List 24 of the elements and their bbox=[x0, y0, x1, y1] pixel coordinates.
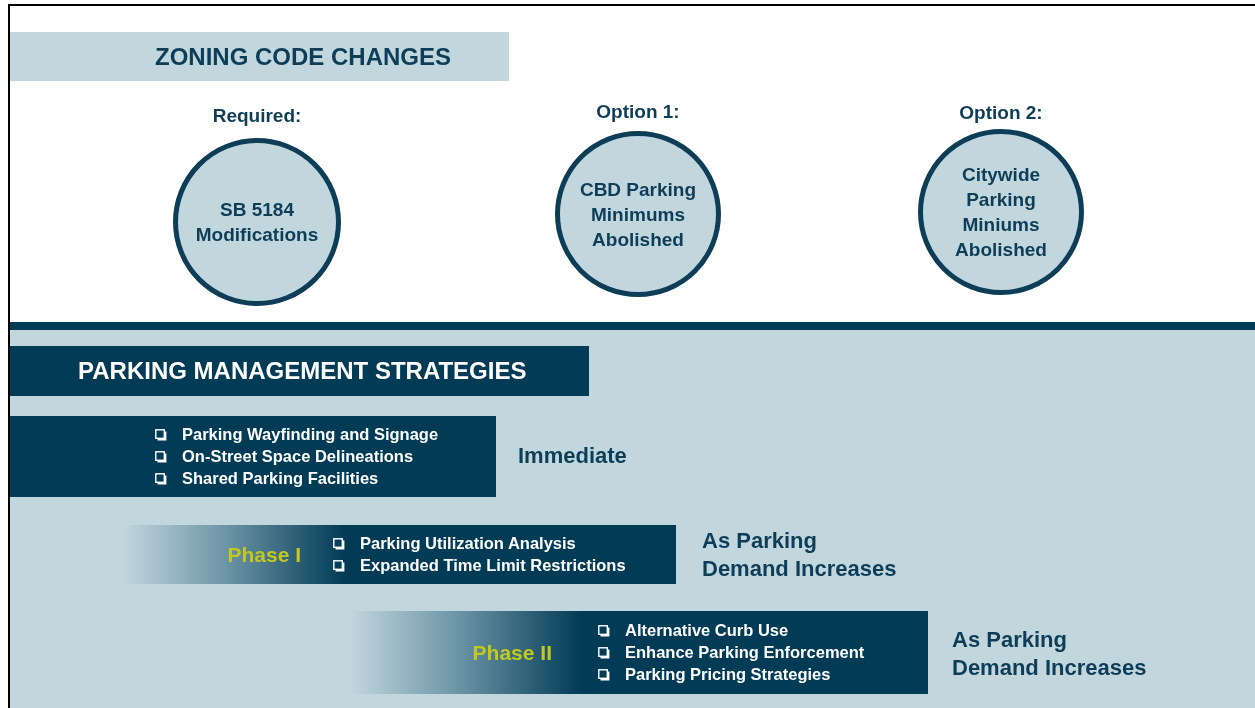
phase-label: Phase II bbox=[472, 639, 552, 666]
circle-text: SB 5184 Modifications bbox=[194, 198, 320, 247]
circle-text: Citywide Parking Miniums Abolished bbox=[954, 163, 1048, 262]
section-title: ZONING CODE CHANGES bbox=[155, 41, 451, 72]
circle-heading: Option 1: bbox=[595, 100, 681, 124]
list-item: Enhance Parking Enforcement bbox=[625, 642, 865, 664]
phase-label: Phase I bbox=[227, 541, 301, 568]
list-item: Shared Parking Facilities bbox=[182, 468, 379, 490]
list-item: Parking Wayfinding and Signage bbox=[182, 424, 439, 446]
circle-heading: Required: bbox=[211, 104, 303, 128]
timing-label: As Parking Demand Increases bbox=[952, 626, 1148, 682]
section-title: PARKING MANAGEMENT STRATEGIES bbox=[78, 356, 527, 386]
list-item: Parking Pricing Strategies bbox=[625, 664, 831, 686]
section-heading-band bbox=[10, 346, 589, 396]
list-item: Alternative Curb Use bbox=[625, 620, 789, 642]
strategy-bar bbox=[10, 416, 496, 497]
section-heading-band bbox=[10, 32, 509, 81]
circle-text: CBD Parking Minimums Abolished bbox=[578, 177, 698, 252]
list-item: Parking Utilization Analysis bbox=[360, 533, 576, 555]
list-item: Expanded Time Limit Restrictions bbox=[360, 555, 626, 577]
circle-heading: Option 2: bbox=[958, 101, 1044, 125]
timing-label: As Parking Demand Increases bbox=[702, 527, 898, 583]
list-item: On-Street Space Delineations bbox=[182, 446, 414, 468]
timing-label: Immediate bbox=[518, 442, 628, 470]
